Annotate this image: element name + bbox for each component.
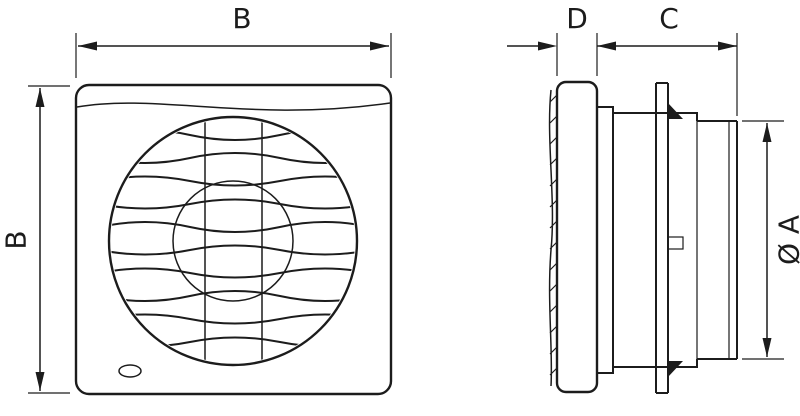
grille <box>107 115 359 367</box>
label-duct-length: C <box>659 2 679 35</box>
arrowhead-right <box>370 41 389 51</box>
label-duct-diameter: Ø A <box>773 215 800 265</box>
duct <box>696 120 738 360</box>
side-view <box>548 80 738 394</box>
flange-bracket <box>655 82 684 394</box>
arrowhead-up <box>35 88 45 107</box>
dimension-duct-length: C <box>597 2 738 116</box>
front-view <box>74 83 393 396</box>
motor-housing <box>613 112 698 368</box>
front-cover-outline <box>74 83 393 396</box>
mid-clip-latch <box>667 236 684 250</box>
arrowhead-c-left <box>597 41 616 51</box>
mounting-plate <box>596 106 614 374</box>
indicator-light <box>118 364 142 378</box>
front-cover-wave-line <box>76 102 391 111</box>
top-clip-barb <box>668 103 683 119</box>
dimension-front-width: B <box>75 2 392 78</box>
grille-slats <box>111 119 355 363</box>
side-cover-hatching <box>549 94 558 376</box>
dimension-front-height: B <box>0 85 70 394</box>
label-panel-depth: D <box>566 2 588 35</box>
dimension-panel-depth: D <box>507 2 598 76</box>
arrowhead-c-right <box>718 41 737 51</box>
dimension-duct-diameter: Ø A <box>742 120 800 360</box>
grille-inner-circle <box>172 180 294 302</box>
bottom-clip-barb <box>668 361 683 377</box>
side-cover-outline <box>555 80 599 394</box>
arrowhead-d <box>538 41 557 51</box>
arrowhead-a-up <box>762 123 772 142</box>
grille-outer-circle <box>107 115 359 367</box>
arrowhead-left <box>78 41 97 51</box>
side-cover-face-line <box>548 89 554 387</box>
label-front-width: B <box>232 2 251 35</box>
arrowhead-down <box>35 372 45 391</box>
label-front-height: B <box>0 230 33 249</box>
arrowhead-a-down <box>762 338 772 357</box>
